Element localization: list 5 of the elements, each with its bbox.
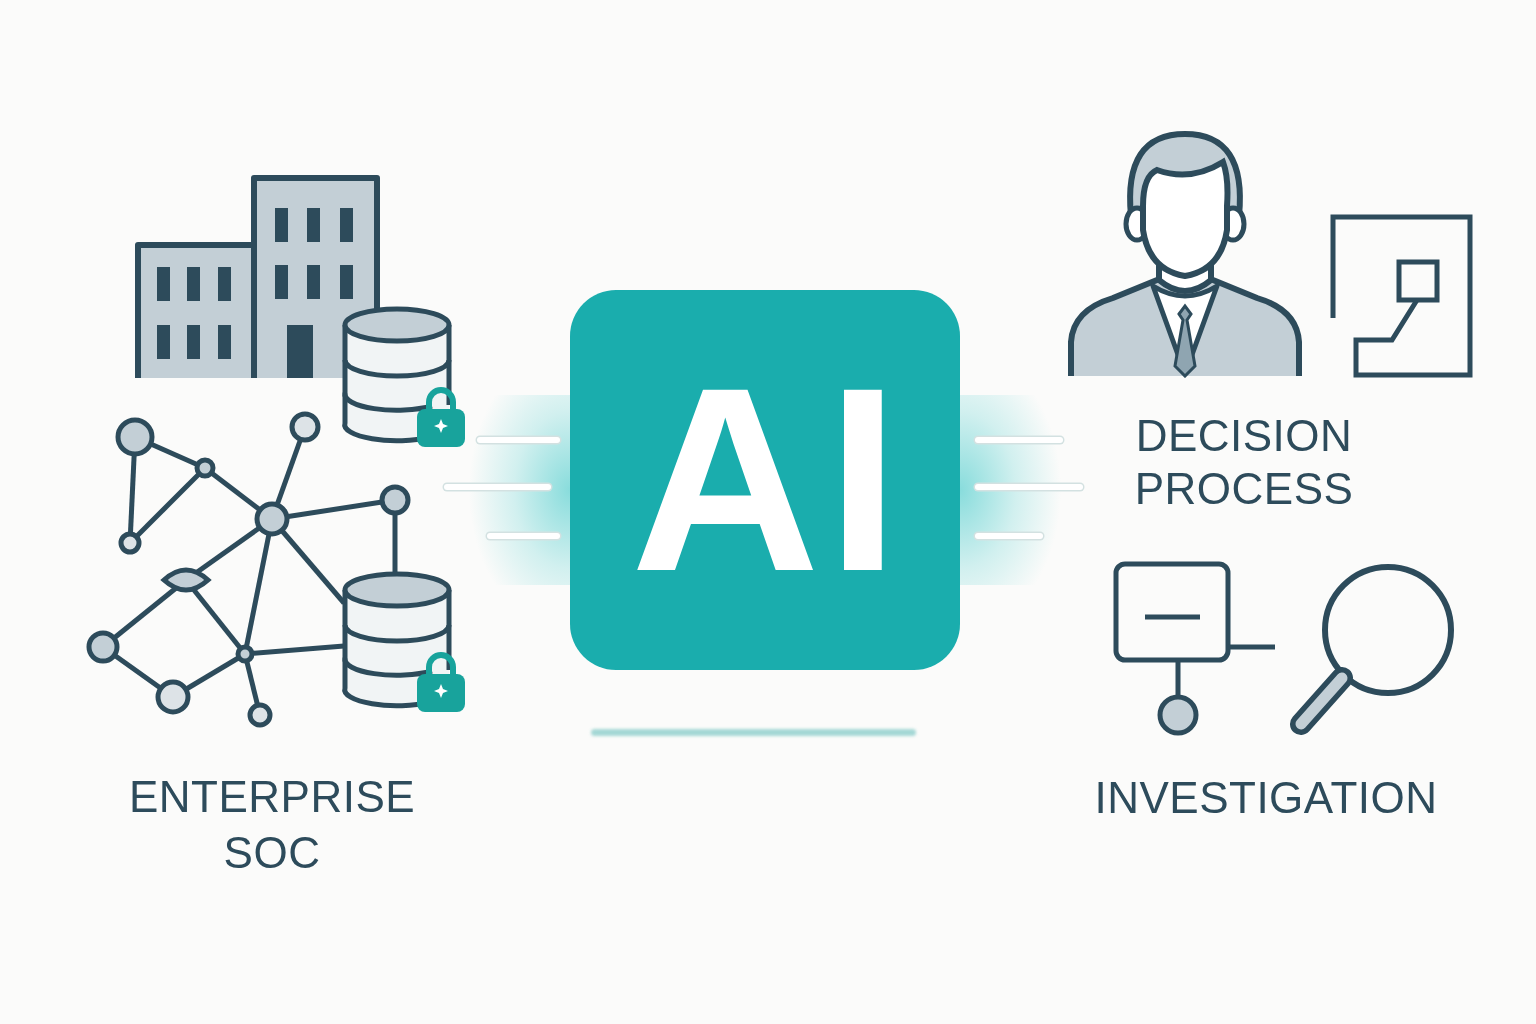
section-label: DECISION PROCESS [1134, 410, 1354, 515]
section-label: INVESTIGATION [1094, 772, 1438, 824]
ai-tile [570, 290, 960, 670]
section-label: ENTERPRISE SOC [128, 771, 416, 879]
tile-label: AI [629, 385, 906, 575]
